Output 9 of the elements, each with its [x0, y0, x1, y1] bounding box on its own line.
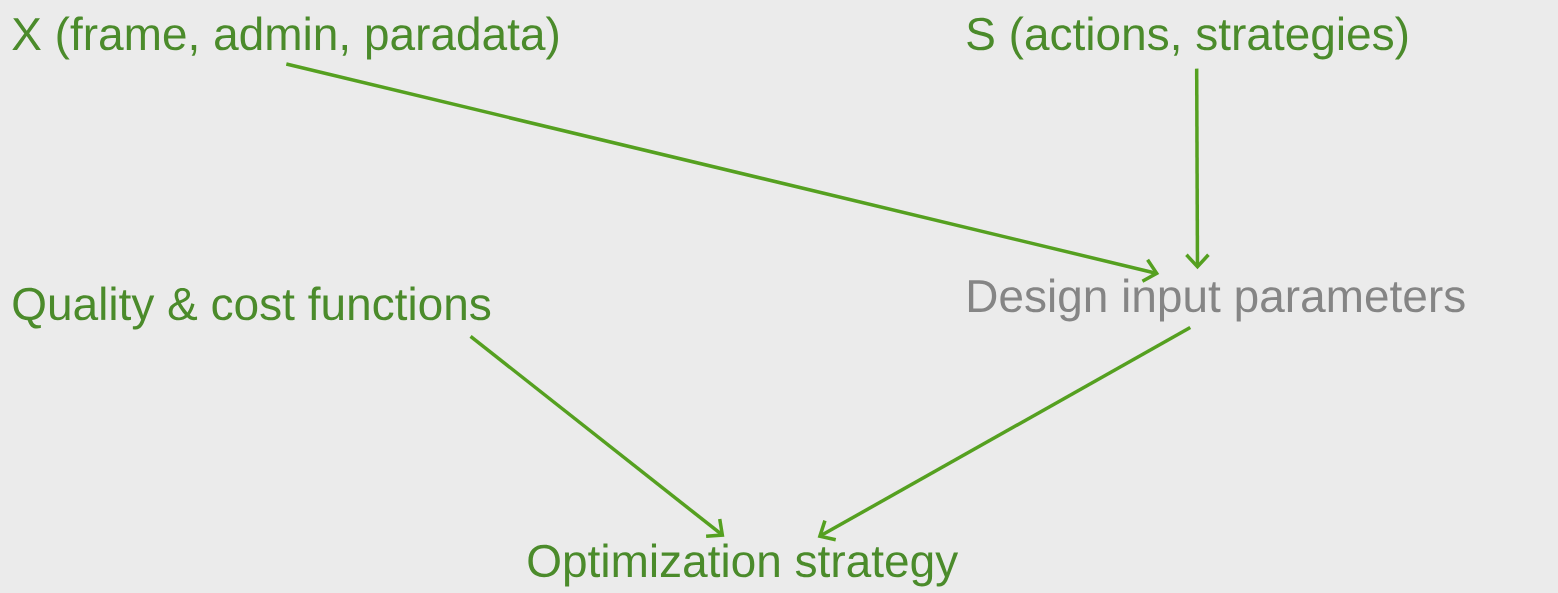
node-label: Quality & cost functions	[13, 286, 491, 330]
arrow	[1185, 68, 1210, 270]
node-label: Design input parameters	[969, 278, 1465, 322]
node-label: Optimization strategy	[528, 543, 959, 587]
arrow	[469, 334, 725, 538]
node-label: S (actions, strategies)	[967, 16, 1408, 60]
node-label: X (frame, admin, paradata)	[12, 16, 558, 60]
arrow	[817, 326, 1192, 542]
arrow	[285, 62, 1160, 283]
